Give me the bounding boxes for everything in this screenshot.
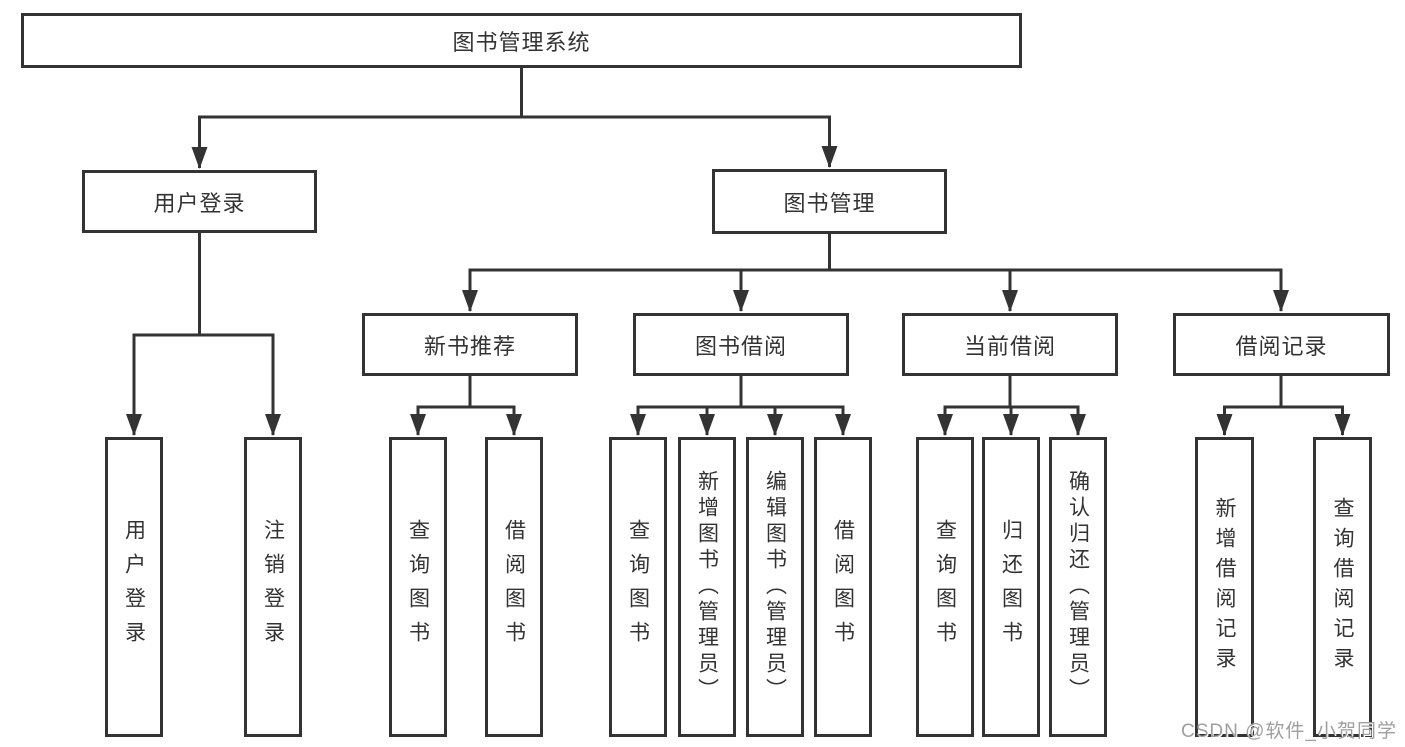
node-leaf-bb-edit-book-admin-label: 编辑图书（管理员） xyxy=(763,470,787,704)
node-book-management-label: 图书管理 xyxy=(783,190,876,216)
node-leaf-nbr-borrow-books-label: 借阅图书 xyxy=(502,519,526,655)
node-new-book-recommend: 新书推荐 xyxy=(362,313,578,376)
node-leaf-user-login-label: 用户登录 xyxy=(122,519,146,655)
node-leaf-br-add-record: 新增借阅记录 xyxy=(1195,437,1254,737)
node-leaf-br-add-record-label: 新增借阅记录 xyxy=(1213,497,1236,677)
node-leaf-br-query-record: 查询借阅记录 xyxy=(1313,437,1372,737)
node-leaf-cb-return-books: 归还图书 xyxy=(982,437,1040,737)
node-leaf-cb-confirm-return-admin: 确认归还（管理员） xyxy=(1049,437,1107,737)
node-leaf-cb-query-books: 查询图书 xyxy=(916,437,974,737)
node-book-management: 图书管理 xyxy=(712,169,947,234)
node-user-login-label: 用户登录 xyxy=(153,190,246,216)
node-leaf-bb-query-books-label: 查询图书 xyxy=(626,519,650,655)
node-leaf-bb-borrow-books: 借阅图书 xyxy=(814,437,872,737)
node-leaf-bb-add-book-admin: 新增图书（管理员） xyxy=(678,437,736,737)
node-leaf-logout: 注销登录 xyxy=(244,437,302,737)
node-book-borrow: 图书借阅 xyxy=(633,313,849,376)
node-book-borrow-label: 图书借阅 xyxy=(694,333,787,359)
node-borrow-records: 借阅记录 xyxy=(1173,313,1390,376)
node-current-borrow: 当前借阅 xyxy=(902,313,1118,376)
node-root-system: 图书管理系统 xyxy=(21,13,1022,68)
node-leaf-nbr-borrow-books: 借阅图书 xyxy=(485,437,543,737)
node-current-borrow-label: 当前借阅 xyxy=(963,333,1056,359)
node-leaf-bb-query-books: 查询图书 xyxy=(609,437,667,737)
node-borrow-records-label: 借阅记录 xyxy=(1235,333,1328,359)
node-leaf-cb-confirm-return-admin-label: 确认归还（管理员） xyxy=(1066,470,1090,704)
csdn-watermark: CSDN @软件_小贺同学 xyxy=(1181,721,1397,742)
node-leaf-nbr-query-books: 查询图书 xyxy=(389,437,447,737)
node-leaf-bb-add-book-admin-label: 新增图书（管理员） xyxy=(695,470,719,704)
node-new-book-recommend-label: 新书推荐 xyxy=(423,333,516,359)
node-leaf-br-query-record-label: 查询借阅记录 xyxy=(1331,497,1354,677)
node-leaf-nbr-query-books-label: 查询图书 xyxy=(406,519,430,655)
node-leaf-user-login: 用户登录 xyxy=(105,437,163,737)
node-leaf-cb-query-books-label: 查询图书 xyxy=(933,519,957,655)
node-leaf-bb-borrow-books-label: 借阅图书 xyxy=(831,519,855,655)
node-leaf-logout-label: 注销登录 xyxy=(261,519,285,655)
node-leaf-bb-edit-book-admin: 编辑图书（管理员） xyxy=(746,437,804,737)
node-leaf-cb-return-books-label: 归还图书 xyxy=(999,519,1023,655)
node-user-login: 用户登录 xyxy=(82,170,317,233)
node-root-system-label: 图书管理系统 xyxy=(452,29,591,55)
